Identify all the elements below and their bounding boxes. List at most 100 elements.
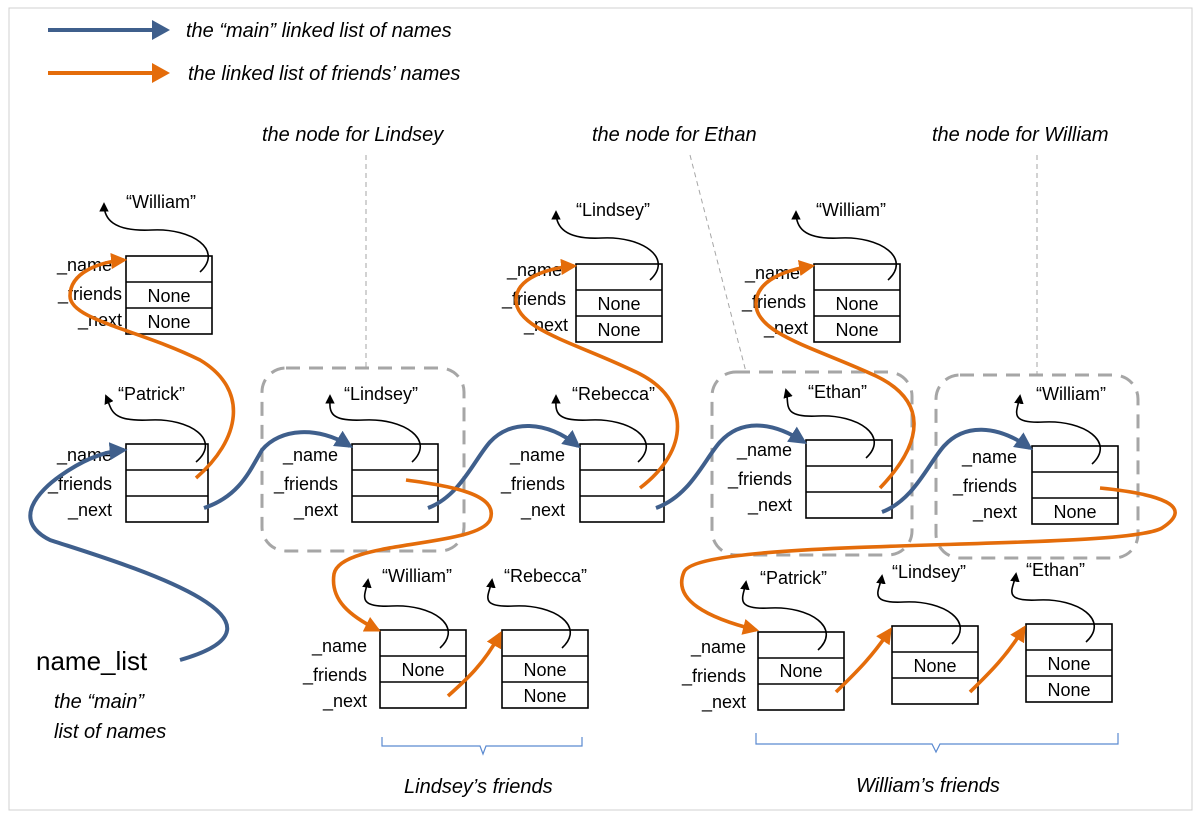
friends-none: None [835,294,878,314]
field-next-label: _next [293,500,338,521]
field-friends-label: _friends [57,284,122,305]
friend-node-william-of-lindsey: _name _friends _next None “William” [302,566,467,712]
field-friends-label: _friends [273,474,338,495]
field-name-label: _name [56,255,112,276]
string-lindsey: “Lindsey” [576,200,650,220]
node-box [579,443,665,523]
ethan-node-frame [710,370,914,557]
node-box [125,443,209,523]
field-next-label: _next [322,691,367,712]
arrow-william-friends [680,486,1177,635]
arrow-william-friend1-next [834,627,892,694]
friend-node-william-of-patrick: _name _friends _next None None “William” [56,192,213,335]
friend-node-ethan-of-william: None None “Ethan” [1010,560,1113,703]
callout-lindsey: the node for Lindsey [262,124,444,146]
friend-node-lindsey-of-william: None “Lindsey” [876,562,979,705]
arrow-lindsey-to-rebecca [427,424,581,510]
field-name-label: _name [311,636,367,657]
next-none: None [147,312,190,332]
william-node-frame [934,373,1140,560]
string-william: “William” [382,566,452,586]
main-list-arrows [28,423,1033,662]
friend-node-rebecca-of-lindsey: None None “Rebecca” [486,566,589,709]
william-friends-label: William’s friends [856,775,1000,797]
arrow-name-list-to-patrick [28,442,230,662]
friends-none: None [913,656,956,676]
next-none: None [523,686,566,706]
field-friends-label: _friends [952,476,1017,497]
lindsey-friends-label: Lindsey’s friends [404,776,553,798]
next-none: None [835,320,878,340]
field-name-label: _name [961,447,1017,468]
field-friends-label: _friends [727,469,792,490]
name-list-caption-line1: the “main” [54,691,145,713]
field-name-label: _name [509,445,565,466]
field-next-label: _next [523,315,568,336]
string-rebecca: “Rebecca” [572,384,655,404]
string-ethan: “Ethan” [808,382,867,402]
field-next-label: _next [972,502,1017,523]
arrow-ethan-to-william [881,427,1033,514]
string-william: “William” [126,192,196,212]
friends-none: None [523,660,566,680]
string-william: “William” [816,200,886,220]
arrow-william-friend2-next [968,625,1026,694]
arrow-lindsey-friends [331,478,494,632]
friend-node-william-of-ethan: _name _friends _next None None “William” [741,200,901,343]
node-box [891,625,979,705]
main-node-ethan: _name _friends _next “Ethan” [727,382,893,519]
next-none: None [1047,680,1090,700]
string-william: “William” [1036,384,1106,404]
friends-none: None [779,661,822,681]
friend-list-arrows [68,253,1177,698]
field-name-label: _name [282,445,338,466]
field-friends-label: _friends [681,666,746,687]
lindsey-friends-brace [381,737,583,756]
lindsey-node-frame [260,366,466,553]
string-rebecca: “Rebecca” [504,566,587,586]
frame [8,7,1193,811]
main-node-lindsey: _name _friends _next “Lindsey” [273,384,439,523]
callout-william: the node for William [932,124,1109,146]
field-friends-label: _friends [741,292,806,313]
string-patrick: “Patrick” [118,384,185,404]
arrow-lindsey-friend1-next [446,631,502,698]
node-box [575,263,663,343]
string-ethan: “Ethan” [1026,560,1085,580]
string-lindsey: “Lindsey” [892,562,966,582]
name-list-caption-line2: list of names [54,721,166,743]
node-box [125,255,213,335]
field-next-label: _next [701,692,746,713]
legend-main-arrowhead [152,20,170,40]
main-node-william: _name _friends _next None “William” [952,384,1119,525]
field-friends-label: _friends [302,665,367,686]
node-box [1031,445,1119,525]
node-box [805,439,893,519]
arrow-rebecca-to-ethan [655,423,808,510]
friends-none: None [597,294,640,314]
friends-none: None [147,286,190,306]
friends-none: None [401,660,444,680]
callout-ethan-guide [689,154,747,373]
node-box [501,629,589,709]
field-name-label: _name [56,445,112,466]
friend-node-lindsey-of-rebecca: _name _friends _next None None “Lindsey” [501,200,663,343]
node-box [1025,623,1113,703]
field-name-label: _name [690,637,746,658]
friend-node-patrick-of-william: _name _friends _next None “Patrick” [681,568,845,713]
callout-ethan: the node for Ethan [592,124,757,146]
main-node-patrick: _name _friends _next “Patrick” [47,384,209,523]
field-next-label: _next [747,495,792,516]
arrow-patrick-to-lindsey [203,430,354,510]
arrow-rebecca-friends [514,258,680,490]
arrow-patrick-friends [68,253,236,480]
friends-none: None [1047,654,1090,674]
william-friends-brace [755,733,1119,754]
field-next-label: _next [763,318,808,339]
node-box [813,263,901,343]
field-friends-label: _friends [47,474,112,495]
field-friends-label: _friends [501,289,566,310]
field-name-label: _name [736,440,792,461]
